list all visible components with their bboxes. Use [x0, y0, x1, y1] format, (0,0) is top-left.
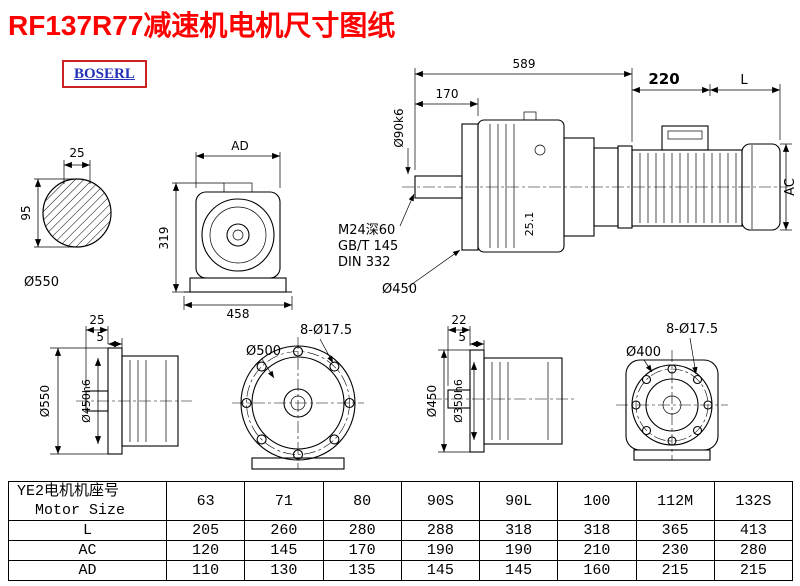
- table-cell: 413: [713, 520, 794, 541]
- dim-ad-width: AD: [231, 139, 248, 153]
- dim-shaft-height: 95: [19, 205, 33, 220]
- table-row-L: L 205 260 280 288 318 318 365 413: [8, 520, 794, 541]
- technical-drawing: 25 95 Ø550 AD 319: [19, 57, 798, 470]
- dim-shaft-section-dia: Ø550: [24, 275, 59, 290]
- dim-shaft-stub-22: 22: [451, 313, 466, 327]
- label-standard-din332: DIN 332: [338, 255, 391, 270]
- dim-spigot-350h6: Ø350h6: [452, 379, 465, 423]
- dim-flange-outer-450: Ø450: [425, 385, 439, 417]
- size-col-132s: 132S: [713, 481, 794, 521]
- table-cell: 170: [322, 540, 402, 561]
- row-label: AD: [8, 560, 167, 581]
- dimension-table: YE2电机机座号 Motor Size 63 71 80 90S 90L 100…: [8, 481, 794, 581]
- table-cell: 215: [635, 560, 715, 581]
- table-cell: 365: [635, 520, 715, 541]
- brand-logo: BOSERL: [62, 60, 147, 88]
- table-cell: 318: [478, 520, 559, 541]
- flange-front-view-small: Ø400 8-Ø17.5: [616, 322, 728, 461]
- gearbox-front-view: AD 319 458: [157, 139, 293, 321]
- header-line2: Motor Size: [35, 502, 126, 519]
- table-cell: 120: [165, 540, 246, 561]
- dim-shaft-stub-25: 25: [89, 313, 104, 327]
- table-cell: 205: [165, 520, 246, 541]
- dim-shaft-len-170: 170: [436, 87, 459, 101]
- size-col-80: 80: [322, 481, 402, 521]
- row-label: AC: [8, 540, 167, 561]
- dim-spigot-450h6: Ø450h6: [80, 379, 93, 423]
- dim-flange-dia-450: Ø450: [382, 282, 417, 297]
- dim-adapter-220: 220: [648, 70, 679, 88]
- table-cell: 280: [322, 520, 402, 541]
- size-col-63: 63: [165, 481, 246, 521]
- label-standard-gbt145: GB/T 145: [338, 239, 398, 254]
- size-col-90s: 90S: [400, 481, 481, 521]
- dim-shaft-dia-90k6: Ø90k6: [392, 108, 406, 147]
- table-cell: 190: [478, 540, 559, 561]
- flange-side-view-large: 25 5 Ø550 Ø450h6: [38, 313, 192, 455]
- dim-gap-5-small: 5: [458, 330, 466, 344]
- main-assembly-view: 589 170 Ø90k6 220 L M24深60 GB/T 145 DIN …: [338, 57, 798, 297]
- table-cell: 210: [557, 540, 637, 561]
- dim-holes-8x17-5-large: 8-Ø17.5: [300, 323, 352, 338]
- header-line1: YE2电机机座号: [17, 483, 120, 500]
- table-cell: 160: [557, 560, 637, 581]
- dim-height-319: 319: [157, 227, 171, 250]
- table-cell: 230: [635, 540, 715, 561]
- dim-flange-outer-550: Ø550: [38, 385, 52, 417]
- page-title: RF137R77减速机电机尺寸图纸: [8, 10, 396, 41]
- flange-front-view-large: Ø500 8-Ø17.5: [232, 323, 364, 470]
- row-label: L: [8, 520, 167, 541]
- dim-flange-thk-25-1: 25.1: [523, 212, 536, 237]
- table-cell: 190: [400, 540, 481, 561]
- dim-gap-5: 5: [96, 330, 104, 344]
- dim-motor-length-L: L: [740, 73, 748, 88]
- table-cell: 260: [244, 520, 324, 541]
- dim-bolt-circle-400: Ø400: [626, 345, 661, 360]
- table-cell: 135: [322, 560, 402, 581]
- size-col-71: 71: [244, 481, 324, 521]
- table-cell: 110: [165, 560, 246, 581]
- table-row-AC: AC 120 145 170 190 190 210 230 280: [8, 540, 794, 561]
- size-col-112m: 112M: [635, 481, 715, 521]
- dim-base-458: 458: [227, 307, 250, 321]
- shaft-end-section-view: 25 95 Ø550: [19, 146, 112, 290]
- table-cell: 288: [400, 520, 481, 541]
- table-cell: 145: [244, 540, 324, 561]
- table-cell: 280: [713, 540, 794, 561]
- table-cell: 318: [557, 520, 637, 541]
- dim-holes-8x17-5-small: 8-Ø17.5: [666, 322, 718, 337]
- table-header-row: YE2电机机座号 Motor Size 63 71 80 90S 90L 100…: [8, 481, 794, 521]
- table-cell: 130: [244, 560, 324, 581]
- label-tap-hole: M24深60: [338, 223, 395, 238]
- dim-overall-589: 589: [513, 57, 536, 71]
- dim-motor-height-AC: AC: [783, 178, 798, 196]
- table-row-AD: AD 110 130 135 145 145 160 215 215: [8, 560, 794, 581]
- table-cell: 145: [400, 560, 481, 581]
- dim-bolt-circle-500: Ø500: [246, 344, 281, 359]
- table-cell: 145: [478, 560, 559, 581]
- motor-size-header-cell: YE2电机机座号 Motor Size: [8, 481, 167, 521]
- dim-keyway-width: 25: [69, 146, 84, 160]
- flange-side-view-small: 22 5 Ø450 Ø350h6: [425, 313, 576, 453]
- size-col-90l: 90L: [478, 481, 559, 521]
- size-col-100: 100: [557, 481, 637, 521]
- table-cell: 215: [713, 560, 794, 581]
